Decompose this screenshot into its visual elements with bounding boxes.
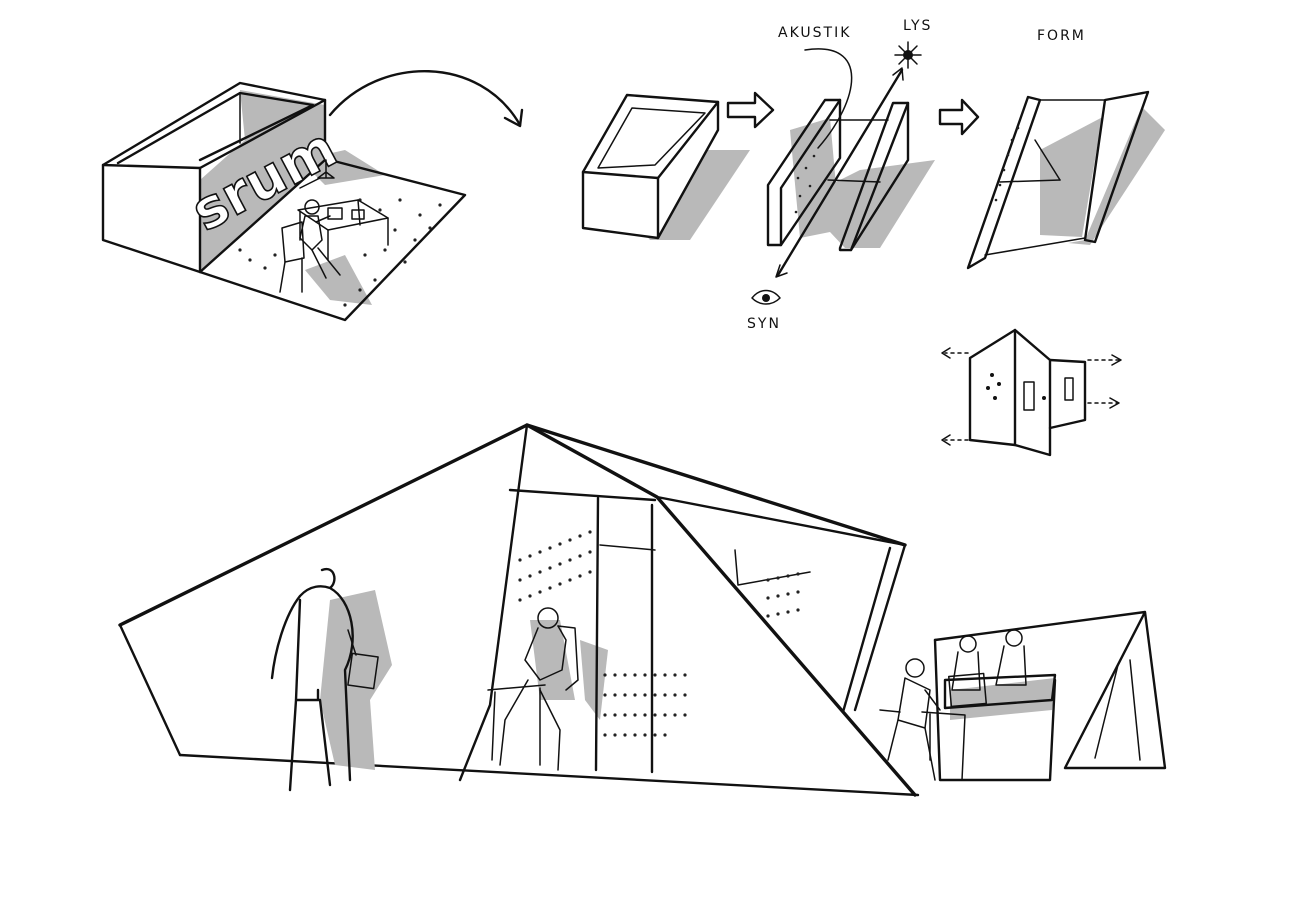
acoustics-label: AKUSTIK (778, 25, 851, 41)
open-box (581, 93, 750, 240)
seated-person-inside (487, 607, 579, 771)
sun-icon (894, 41, 922, 69)
right-arrow-1 (726, 91, 775, 129)
eye-icon (751, 289, 781, 305)
pavilion-sketch (118, 423, 920, 797)
folded-form (966, 90, 1165, 270)
folding-screen (941, 328, 1122, 457)
lounge-pavilion (879, 610, 1167, 782)
seated-person (279, 199, 389, 293)
perforated-wall (518, 530, 800, 737)
room-sketch: srum (101, 81, 467, 322)
form-label: FORM (1037, 28, 1086, 44)
floor-pattern (238, 198, 442, 307)
split-walls (751, 41, 935, 305)
sight-label: SYN (747, 316, 781, 332)
standing-figure (270, 567, 392, 792)
light-label: LYS (903, 18, 932, 34)
transition-arrow (328, 69, 524, 128)
right-arrow-2 (938, 98, 980, 136)
